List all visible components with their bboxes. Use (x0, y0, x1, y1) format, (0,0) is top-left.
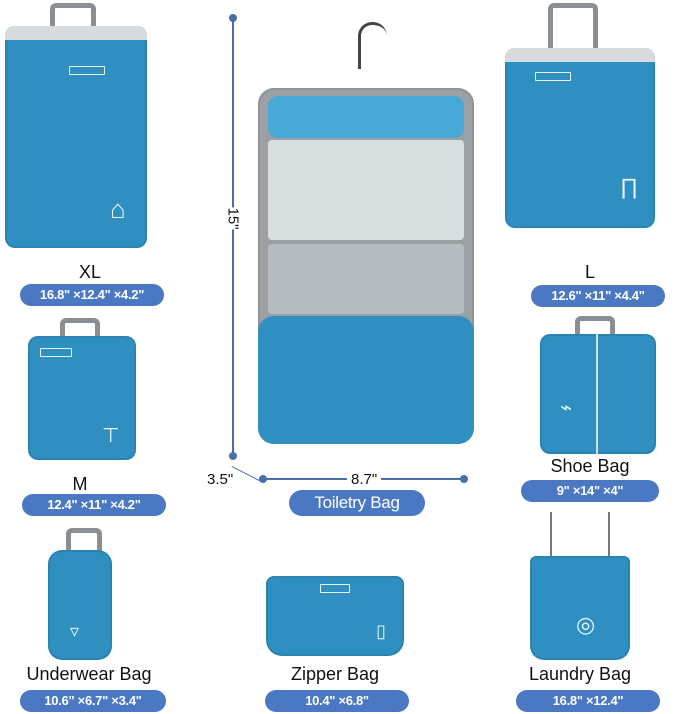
mesh-pocket (268, 244, 464, 314)
brand-logo (40, 348, 72, 357)
washing-machine-icon: ◎ (576, 612, 596, 637)
m-title: M (72, 474, 88, 494)
xl-bag-handle (50, 3, 96, 32)
underwear-bag-handle (66, 528, 102, 559)
width-dimension: 8.7" (347, 471, 382, 488)
brand-logo (69, 66, 105, 75)
width-dim-right (460, 475, 468, 483)
l-dimensions-badge: 12.6" ×11" ×4.4" (531, 285, 665, 307)
depth-dimension: 3.5" (207, 471, 234, 488)
xl-bag-trim (5, 26, 147, 40)
height-dimension: 15" (224, 207, 242, 230)
depth-dim-line (231, 466, 263, 483)
pants-icon: ∏ (620, 174, 639, 199)
l-bag-handle (548, 3, 598, 56)
height-dim-line (232, 18, 234, 454)
shoe-bag-title: Shoe Bag (550, 456, 630, 476)
hanging-hook (358, 22, 387, 69)
shoe-bag-handle (575, 316, 615, 343)
shoe-bag-dimensions-badge: 9" ×14" ×4" (521, 480, 659, 502)
toiletry-bag-image (258, 88, 474, 444)
height-dim-bottom (229, 452, 237, 460)
underwear-bag-dimensions-badge: 10.6" ×6.7" ×3.4" (20, 690, 166, 712)
brand-logo (535, 72, 571, 81)
shoe-bag-image: ⌁ (540, 334, 656, 454)
underwear-icon: ▿ (70, 621, 80, 641)
xl-bag-image: ⌂ (5, 26, 147, 248)
laundry-bag-dimensions-badge: 16.8" ×12.4" (516, 690, 660, 712)
m-dimensions-badge: 12.4" ×11" ×4.2" (22, 494, 166, 516)
xl-dimensions-badge: 16.8" ×12.4" ×4.2" (20, 284, 164, 306)
top-flap (268, 96, 464, 138)
l-bag-trim (505, 48, 655, 62)
laundry-bag-title: Laundry Bag (528, 664, 632, 684)
underwear-bag-image: ▿ (48, 550, 112, 660)
zipper-bag-image: ▯ (266, 576, 404, 656)
zip-pouch (258, 316, 474, 444)
underwear-bag-title: Underwear Bag (26, 664, 152, 684)
shoe-icon: ⌁ (560, 397, 573, 419)
brand-logo (320, 584, 350, 593)
shoe-bag-zipper (596, 334, 598, 454)
l-title: L (584, 262, 595, 282)
xl-title: XL (78, 262, 102, 282)
bottle-icon: ▯ (376, 621, 386, 641)
jacket-icon: ⌂ (110, 194, 126, 224)
shirt-icon: ⊤ (102, 425, 120, 447)
l-bag-image: ∏ (505, 48, 655, 228)
zipper-bag-dimensions-badge: 10.4" ×6.8" (265, 690, 409, 712)
drawstring-cords (550, 512, 610, 560)
m-bag-image: ⊤ (28, 336, 136, 460)
clear-pocket (268, 140, 464, 240)
toiletry-bag-title-badge: Toiletry Bag (289, 490, 425, 516)
m-bag-handle (60, 318, 100, 343)
laundry-bag-image: ◎ (530, 556, 630, 660)
zipper-bag-title: Zipper Bag (290, 664, 380, 684)
